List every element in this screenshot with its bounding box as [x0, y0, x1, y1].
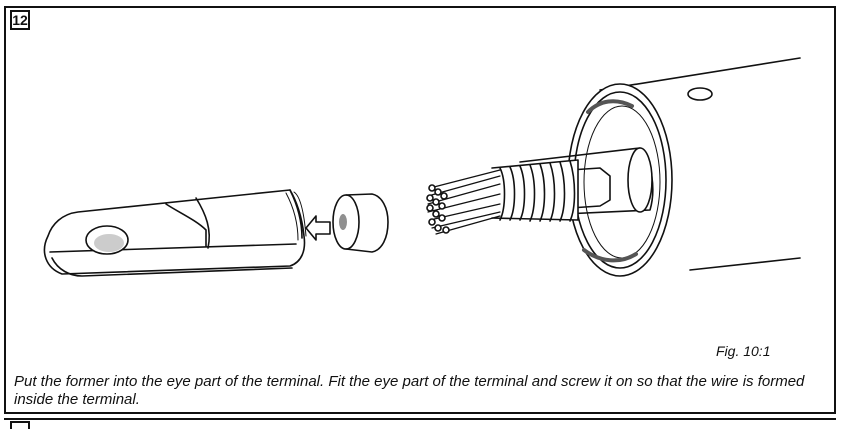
cable-lug-terminal-icon	[43, 189, 307, 277]
instruction-caption: Put the former into the eye part of the …	[14, 373, 805, 408]
step-number: 12	[10, 10, 30, 30]
insertion-arrow-icon	[305, 215, 331, 241]
figure-label: Fig. 10:1	[716, 343, 771, 359]
instruction-panel	[4, 6, 836, 414]
next-step-number-edge	[10, 421, 30, 429]
cable-end-icon	[426, 57, 801, 277]
wire-former-icon	[332, 193, 389, 253]
next-panel-edge	[4, 418, 836, 430]
